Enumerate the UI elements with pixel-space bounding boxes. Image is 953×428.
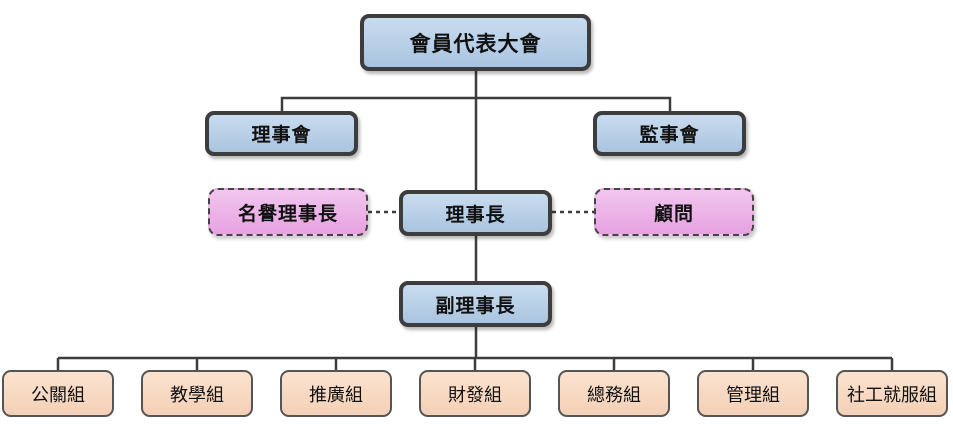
node-group-management: 管理組: [697, 370, 809, 417]
node-honorary-chairman: 名譽理事長: [208, 188, 368, 236]
node-member-representatives-assembly: 會員代表大會: [360, 14, 591, 71]
node-vice-chairman: 副理事長: [399, 281, 552, 327]
node-group-finance: 財發組: [419, 370, 531, 417]
node-chairman: 理事長: [399, 190, 552, 236]
node-board-of-supervisors: 監事會: [593, 111, 746, 156]
node-group-promotion: 推廣組: [280, 370, 392, 417]
node-group-teaching: 教學組: [141, 370, 253, 417]
node-group-social-work-employment: 社工就服組: [836, 370, 948, 417]
connector-board-supervisors: [280, 96, 672, 111]
node-board-of-directors: 理事會: [205, 111, 358, 156]
node-group-general-affairs: 總務組: [558, 370, 670, 417]
node-advisor: 顧問: [594, 188, 754, 236]
node-group-public-relations: 公關組: [2, 370, 114, 417]
